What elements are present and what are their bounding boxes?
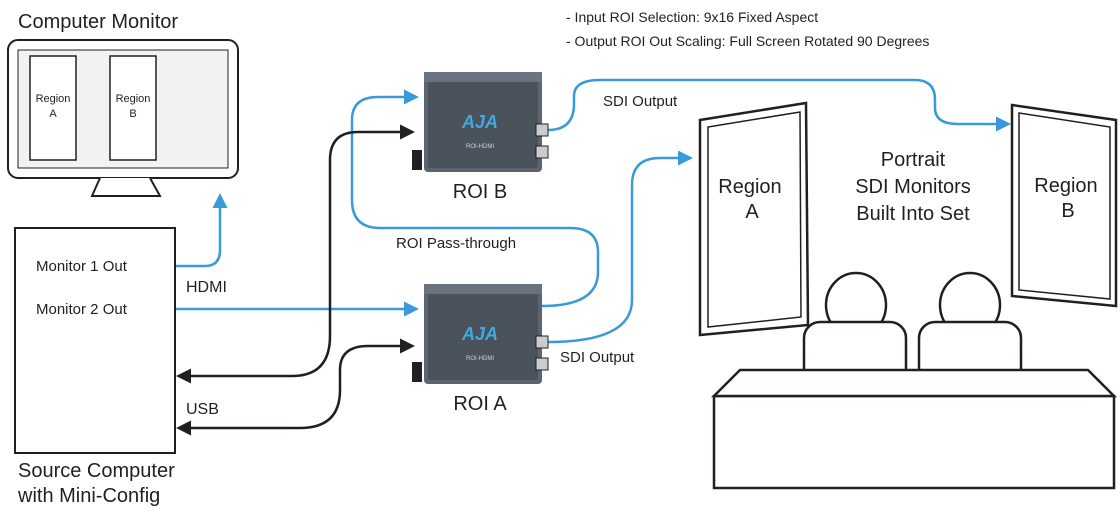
roi-b-sdi-connector-1 <box>535 123 549 137</box>
roi-a-power-jack <box>412 362 422 382</box>
set-caption-line3: Built Into Set <box>856 203 970 225</box>
note-input-roi: - Input ROI Selection: 9x16 Fixed Aspect <box>566 9 818 25</box>
portrait-monitor-left-screen <box>707 111 802 328</box>
roi-a-sdi-connector-2 <box>535 357 549 371</box>
portrait-left-region-line2: A <box>745 201 759 223</box>
portrait-right-region-line1: Region <box>1034 175 1097 197</box>
desk-top <box>710 368 1118 398</box>
source-computer-box <box>14 227 176 454</box>
roi-b-label: ROI B <box>453 181 507 203</box>
portrait-monitor-left: Region A <box>698 101 810 337</box>
monitor-stand <box>90 177 162 197</box>
roi-b-top-edge <box>424 72 542 82</box>
set-caption-line2: SDI Monitors <box>855 176 971 198</box>
portrait-right-region-line2: B <box>1061 200 1074 222</box>
portrait-monitor-right-screen <box>1018 112 1111 300</box>
computer-monitor-title: Computer Monitor <box>18 11 178 33</box>
sdi-output-b-path <box>547 78 1011 132</box>
monitor-region-a <box>29 55 77 161</box>
sdi-output-a-label: SDI Output <box>560 349 635 366</box>
monitor-region-b-line2: B <box>129 108 136 120</box>
portrait-left-region-line1: Region <box>718 176 781 198</box>
set-caption-line1: Portrait <box>881 149 946 171</box>
roi-a-device: AJA ROI-HDMI ROI A <box>412 284 549 415</box>
roi-passthrough-label: ROI Pass-through <box>396 235 516 252</box>
monitor-region-b <box>109 55 157 161</box>
roi-a-top-edge <box>424 284 542 294</box>
roi-a-aja-logo: AJA <box>461 324 498 344</box>
monitor1-to-display-path <box>176 193 228 268</box>
monitor-region-b-line1: Region <box>116 93 151 105</box>
monitor1-out-label: Monitor 1 Out <box>36 258 128 275</box>
roi-b-power-jack <box>412 150 422 170</box>
hdmi-label: HDMI <box>186 279 227 296</box>
note-output-roi: - Output ROI Out Scaling: Full Screen Ro… <box>566 33 929 49</box>
usb-to-roi-a-path <box>176 338 415 436</box>
roi-b-sdi-connector-2 <box>535 145 549 159</box>
roi-b-face <box>428 76 538 168</box>
monitor2-out-label: Monitor 2 Out <box>36 301 128 318</box>
roi-b-aja-logo: AJA <box>461 112 498 132</box>
sdi-output-b-label: SDI Output <box>603 93 678 110</box>
sdi-output-a-path <box>547 150 693 344</box>
usb-paths <box>176 124 415 436</box>
portrait-monitor-right: Region B <box>1010 103 1118 308</box>
roi-b-model: ROI-HDMI <box>466 144 494 150</box>
news-desk <box>710 368 1118 490</box>
monitor-region-a-line1: Region <box>36 93 71 105</box>
desk-front <box>712 394 1116 490</box>
source-computer-caption-1: Source Computer <box>18 460 175 482</box>
monitor-region-a-line2: A <box>49 108 57 120</box>
roi-a-sdi-connector-1 <box>535 335 549 349</box>
roi-a-face <box>428 288 538 380</box>
roi-a-model: ROI-HDMI <box>466 356 494 362</box>
roi-b-device: AJA ROI-HDMI ROI B <box>412 72 549 203</box>
source-computer: Monitor 1 Out Monitor 2 Out Source Compu… <box>14 227 176 507</box>
usb-label: USB <box>186 401 219 418</box>
computer-monitor: Computer Monitor Region A Region B <box>7 11 239 197</box>
source-computer-caption-2: with Mini-Config <box>17 485 160 507</box>
presenters <box>802 271 1023 386</box>
roi-a-label: ROI A <box>453 393 507 415</box>
roi-passthrough-path <box>350 89 600 308</box>
